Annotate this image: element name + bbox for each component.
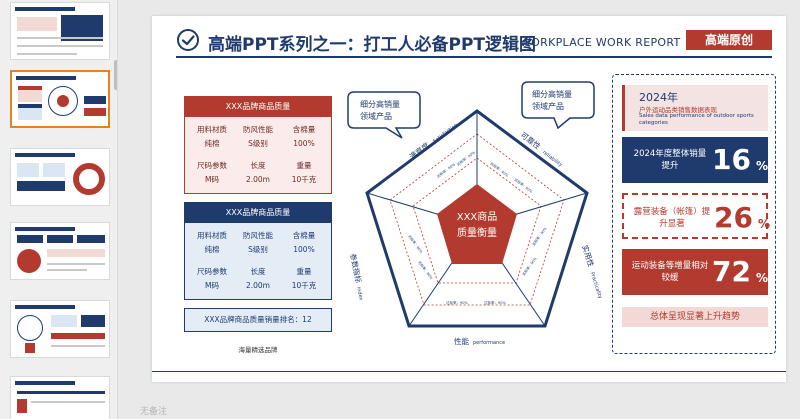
- summary-banner: 总体呈现显著上升趋势: [622, 307, 768, 327]
- table-cell: 含棉量: [292, 125, 316, 134]
- table-cell: S级别: [248, 245, 268, 254]
- table-cell: 长度: [250, 161, 266, 170]
- radar-center-line2: 质量衡量: [457, 227, 497, 239]
- sales-rank-box: XXX品牌商品质量销量排名：12: [184, 308, 332, 332]
- quality-radar-diagram: XXX商品 质量衡量 细分高销量 领域产品 细分高销量 领域产品 满意度 Sat…: [347, 81, 603, 346]
- radar-ring-1: [389, 133, 565, 306]
- slide-thumbnail-11[interactable]: [10, 300, 110, 358]
- quality-table-2: XXX品牌商品质量 用料材质 防风性能 含棉量 纯棉 S级别 100% 尺码参数…: [184, 202, 332, 300]
- radar-tick-label: 达标率：90%: [521, 255, 538, 276]
- stat-card-overall: 2024年度整体销量提升 16 %: [622, 137, 768, 183]
- radar-tick-label: 达标率：90%: [446, 300, 468, 305]
- title-badge: 高端原创: [686, 30, 772, 50]
- radar-tick-label: 达标率：90%: [436, 161, 457, 179]
- radar-center-line1: XXX商品: [457, 210, 498, 223]
- slide-thumbnail-10[interactable]: [10, 222, 110, 280]
- notes-placeholder[interactable]: 无备注: [140, 407, 168, 417]
- stat-number: 16: [712, 143, 751, 176]
- radar-outer-pentagon: [365, 109, 589, 328]
- check-circle-icon: [177, 29, 199, 51]
- slide-canvas[interactable]: 高端PPT系列之一：打工人必备PPT逻辑图 WORKPLACE WORK REP…: [152, 16, 786, 382]
- stat-number: 26: [714, 201, 753, 234]
- table-cell: 防风性能: [243, 125, 273, 134]
- stat-card-camping: 露营装备（帐篷）提升显著 26 %: [622, 193, 771, 239]
- slide-thumbnail-8[interactable]: [10, 70, 110, 128]
- year-label: 2024年: [639, 91, 678, 104]
- radar-center-pentagon: [437, 184, 517, 264]
- stat-percent: %: [756, 159, 769, 173]
- table-cell: 用料材质: [197, 231, 227, 240]
- table-cell: 用料材质: [197, 125, 227, 134]
- table-cell: M码: [205, 281, 219, 290]
- sales-stats-panel: 2024年 户外运动品类销售数据表现 Sales data performanc…: [612, 74, 776, 354]
- year-caption-en: Sales data performance of outdoor sports…: [639, 113, 754, 126]
- quality-table-1-header: XXX品牌商品质量: [185, 97, 331, 117]
- radar-tick-label: 达标率：90%: [531, 225, 548, 246]
- quality-table-2-header: XXX品牌商品质量: [185, 203, 331, 223]
- radar-tick-label: 达标率：90%: [489, 161, 510, 179]
- axis-practicality-en: Practicality: [589, 271, 603, 299]
- table-cell: 重量: [296, 161, 312, 170]
- stat-label: 运动装备等增量相对较缓: [631, 261, 709, 283]
- table-cell: 纯棉: [204, 139, 220, 148]
- axis-performance-en: performance: [473, 340, 505, 346]
- stat-percent: %: [758, 217, 771, 231]
- table-cell: 含棉量: [292, 231, 316, 240]
- axis-satisfaction-cn: 满意度: [407, 140, 431, 162]
- slide-subtitle: WORKPLACE WORK REPORT: [520, 36, 681, 49]
- callout-right-line1: 细分高销量: [532, 89, 572, 99]
- axis-reference-en: index: [355, 286, 364, 301]
- radar-tick-label: 达标率：90%: [513, 177, 534, 195]
- table-cell: 长度: [250, 267, 266, 276]
- stat-percent: %: [756, 271, 769, 285]
- axis-practicality-cn: 实用性: [580, 244, 597, 269]
- axis-reliability-cn: 可靠性: [519, 130, 543, 152]
- radar-tick-label: 达标率：90%: [456, 149, 477, 167]
- table-cell: 2.00m: [245, 175, 270, 184]
- radar-tick-label: 达标率：90%: [407, 234, 424, 255]
- table-cell: 10千克: [291, 281, 317, 290]
- slide-thumbnail-12[interactable]: [10, 376, 110, 419]
- callout-left-line1: 细分高销量: [360, 99, 400, 109]
- bottom-divider: [152, 371, 786, 372]
- axis-performance-cn: 性能: [454, 336, 469, 346]
- table-cell: S级别: [248, 139, 268, 148]
- table-cell: 纯棉: [204, 245, 220, 254]
- callout-right: 细分高销量 领域产品: [521, 81, 595, 130]
- callout-left-line2: 领域产品: [360, 111, 392, 121]
- table-cell: 2.00m: [245, 281, 270, 290]
- slide-thumbnail-9[interactable]: [10, 148, 110, 206]
- radar-tick-label: 达标率：90%: [484, 300, 506, 305]
- slide-thumbnail-panel[interactable]: [0, 0, 118, 419]
- stat-label: 露营装备（帐篷）提升显著: [633, 207, 711, 229]
- axis-reference-cn: 参数指标: [348, 252, 364, 284]
- callout-right-line2: 领域产品: [532, 101, 564, 111]
- slide-thumbnail-7[interactable]: [10, 2, 110, 60]
- quality-table-1: XXX品牌商品质量 用料材质 防风性能 含棉量 纯棉 S级别 100% 尺码参数…: [184, 96, 332, 194]
- stat-label: 2024年度整体销量提升: [633, 149, 707, 171]
- thumbnail-scrollbar[interactable]: [114, 60, 117, 90]
- stat-number: 72: [712, 255, 751, 288]
- table-cell: 100%: [293, 245, 315, 254]
- title-divider: [176, 56, 772, 58]
- year-caption-cn: 户外运动品类销售数据表现: [639, 106, 717, 114]
- callout-left: 细分高销量 领域产品: [347, 91, 421, 139]
- rank-caption: 海量精选品牌: [238, 346, 278, 354]
- table-cell: 100%: [293, 139, 315, 148]
- table-cell: 尺码参数: [197, 267, 227, 276]
- axis-satisfaction-en: Satisfaction: [432, 122, 459, 144]
- table-cell: M码: [205, 175, 219, 184]
- radar-ring-2: [412, 157, 542, 284]
- table-cell: 尺码参数: [197, 161, 227, 170]
- year-card: 2024年 户外运动品类销售数据表现 Sales data performanc…: [622, 85, 768, 131]
- slide-title: 高端PPT系列之一：打工人必备PPT逻辑图: [208, 35, 537, 55]
- table-cell: 10千克: [291, 175, 317, 184]
- table-cell: 防风性能: [243, 231, 273, 240]
- stat-card-sports: 运动装备等增量相对较缓 72 %: [622, 249, 768, 295]
- table-cell: 重量: [296, 267, 312, 276]
